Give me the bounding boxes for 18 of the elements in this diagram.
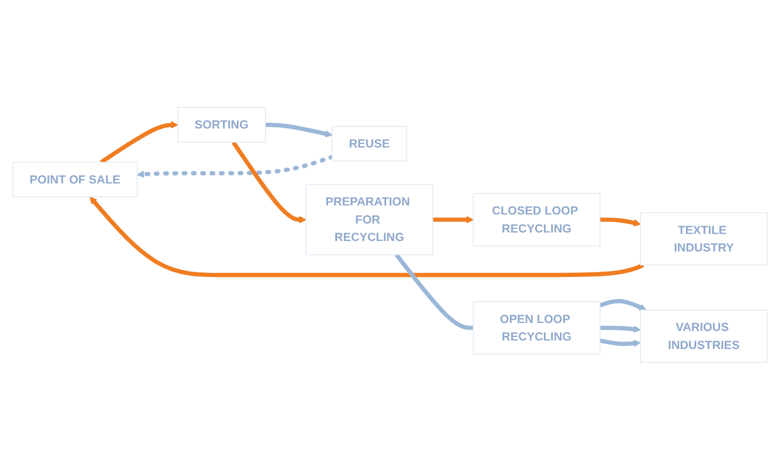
node-box: POINT OF SALE: [12, 162, 138, 198]
arrow: [100, 121, 178, 164]
arrow: [600, 326, 641, 333]
node-box: REUSE: [332, 126, 408, 162]
node-box: VARIOUS INDUSTRIES: [640, 310, 768, 363]
node-box: PREPARATION FOR RECYCLING: [306, 184, 434, 256]
connector: [394, 253, 474, 330]
node-box: SORTING: [177, 107, 266, 143]
arrow: [90, 196, 644, 278]
arrow: [599, 299, 647, 311]
node-box: OPEN LOOP RECYCLING: [472, 301, 600, 354]
arrow: [265, 122, 332, 138]
arrow: [432, 216, 474, 224]
arrow: [232, 141, 306, 224]
node-box: CLOSED LOOP RECYCLING: [472, 193, 600, 246]
node-box: TEXTILE INDUSTRY: [640, 212, 768, 266]
arrow: [600, 338, 641, 348]
arrow: [600, 218, 641, 226]
